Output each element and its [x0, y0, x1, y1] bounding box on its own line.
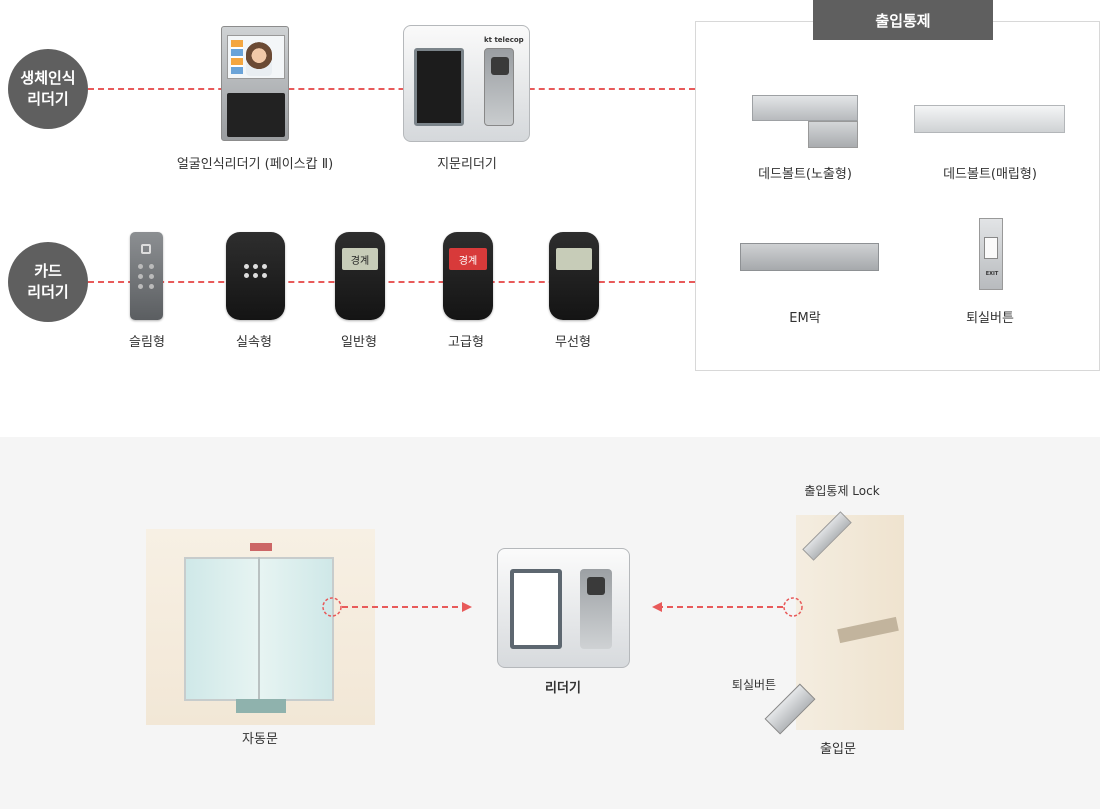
face-reader-device: [221, 26, 289, 141]
kt-logo-text: kt: [484, 36, 493, 44]
scenario-reader-caption: 리더기: [545, 681, 581, 696]
deadbolt-exposed-caption: 데드볼트(노출형): [758, 167, 852, 182]
scenario-exit-caption: 퇴실버튼: [731, 678, 777, 692]
deadbolt-exposed-plate: [808, 121, 858, 148]
exit-label: EXIT: [985, 271, 999, 277]
em-lock-caption: EM락: [789, 311, 821, 326]
card-label-line2: 리더기: [27, 283, 69, 301]
biometric-connector-line: [88, 88, 695, 90]
lock-caption: 출입통제 Lock: [804, 484, 880, 498]
economy-card-reader: [226, 232, 285, 320]
standard-screen: 경계: [342, 248, 378, 270]
biometric-reader-label: 생체인식 리더기: [8, 49, 88, 129]
kt-logo: kt telecop: [484, 36, 524, 44]
scenario-fingerprint-sensor: [580, 569, 612, 649]
standard-card-reader: 경계: [335, 232, 385, 320]
wireless-screen: [556, 248, 592, 270]
fingerprint-reader-screen: [414, 48, 464, 126]
auto-door-illustration: [146, 529, 375, 725]
card-label-line1: 카드: [34, 262, 62, 280]
face-reader-caption: 얼굴인식리더기 (페이스캅 Ⅱ): [176, 157, 334, 172]
card-reader-label: 카드 리더기: [8, 242, 88, 322]
fingerprint-reader-device: kt telecop: [403, 25, 530, 142]
lock-icon: [141, 244, 151, 254]
exit-button-caption: 퇴실버튼: [966, 311, 1014, 326]
biometric-label-line1: 생체인식: [20, 69, 76, 87]
face-reader-panel: [227, 93, 285, 137]
wireless-caption: 무선형: [555, 335, 591, 350]
card-connector-line: [88, 281, 695, 283]
slim-card-reader: [130, 232, 163, 320]
fingerprint-reader-caption: 지문리더기: [437, 157, 497, 172]
slim-caption: 슬림형: [129, 335, 165, 350]
menu-tiles-icon: [231, 40, 243, 74]
door-sensor-icon: [250, 543, 272, 551]
access-control-title: 출입통제: [813, 0, 993, 40]
fingerprint-sensor-icon: [484, 48, 514, 126]
biometric-label-line2: 리더기: [27, 90, 69, 108]
floor-mat: [236, 699, 286, 713]
entry-door-caption: 출입문: [820, 742, 856, 757]
standard-caption: 일반형: [341, 335, 377, 350]
deadbolt-exposed-device: [752, 95, 858, 121]
wireless-card-reader: [549, 232, 599, 320]
scenario-reader-screen: [510, 569, 562, 649]
auto-door-caption: 자동문: [242, 732, 278, 747]
face-reader-screen: [227, 35, 285, 79]
premium-card-reader: 경계: [443, 232, 493, 320]
em-lock-device: [740, 243, 879, 271]
deadbolt-embedded-device: [914, 105, 1065, 133]
economy-caption: 실속형: [236, 335, 272, 350]
deadbolt-embedded-caption: 데드볼트(매립형): [943, 167, 1037, 182]
exit-button-device: EXIT: [979, 218, 1003, 290]
premium-caption: 고급형: [448, 335, 484, 350]
telecop-logo-text: telecop: [494, 36, 524, 44]
face-photo-icon: [246, 42, 272, 76]
door-handle-icon: [837, 616, 899, 644]
premium-screen: 경계: [449, 248, 487, 270]
access-control-panel: [695, 21, 1100, 371]
scenario-reader-device: [497, 548, 630, 668]
